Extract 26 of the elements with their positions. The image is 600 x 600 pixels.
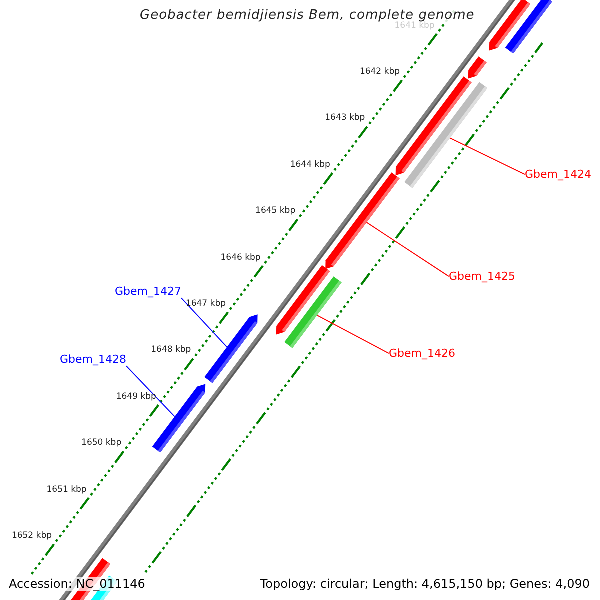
genome-summary-text: Topology: circular; Length: 4,615,150 bp; Genes: 4,090 <box>260 576 590 591</box>
leader-line <box>126 366 176 418</box>
scale-label: 1647 kbp <box>186 299 226 310</box>
accession-text: Accession: NC_011146 <box>9 576 146 591</box>
leader-line <box>316 314 390 354</box>
scale-label: 1642 kbp <box>360 67 400 78</box>
gene-label: Gbem_1428 <box>60 353 126 366</box>
scale-label: 1652 kbp <box>12 531 52 542</box>
gene-label: Gbem_1425 <box>449 270 516 284</box>
leader-line <box>180 298 228 348</box>
gene-label: Gbem_1426 <box>389 347 456 360</box>
gene-feature-bar <box>204 314 258 384</box>
scale-label: 1646 kbp <box>220 252 261 263</box>
scale-label: 1651 kbp <box>46 484 87 495</box>
scale-label: 1649 kbp <box>116 392 156 402</box>
gene-feature-bar <box>326 172 400 270</box>
scale-label: 1648 kbp <box>151 345 192 356</box>
gene-feature-bar <box>404 82 488 188</box>
scale-label: 1643 kbp <box>325 113 366 124</box>
gene-label: Gbem_1424 <box>525 168 592 182</box>
gene-label: Gbem_1427 <box>115 285 182 298</box>
gene-feature-bar <box>284 276 342 348</box>
leader-line <box>450 138 526 176</box>
scale-label: 1645 kbp <box>256 206 296 216</box>
leader-line <box>366 222 450 278</box>
scale-label: 1650 kbp <box>82 438 122 448</box>
